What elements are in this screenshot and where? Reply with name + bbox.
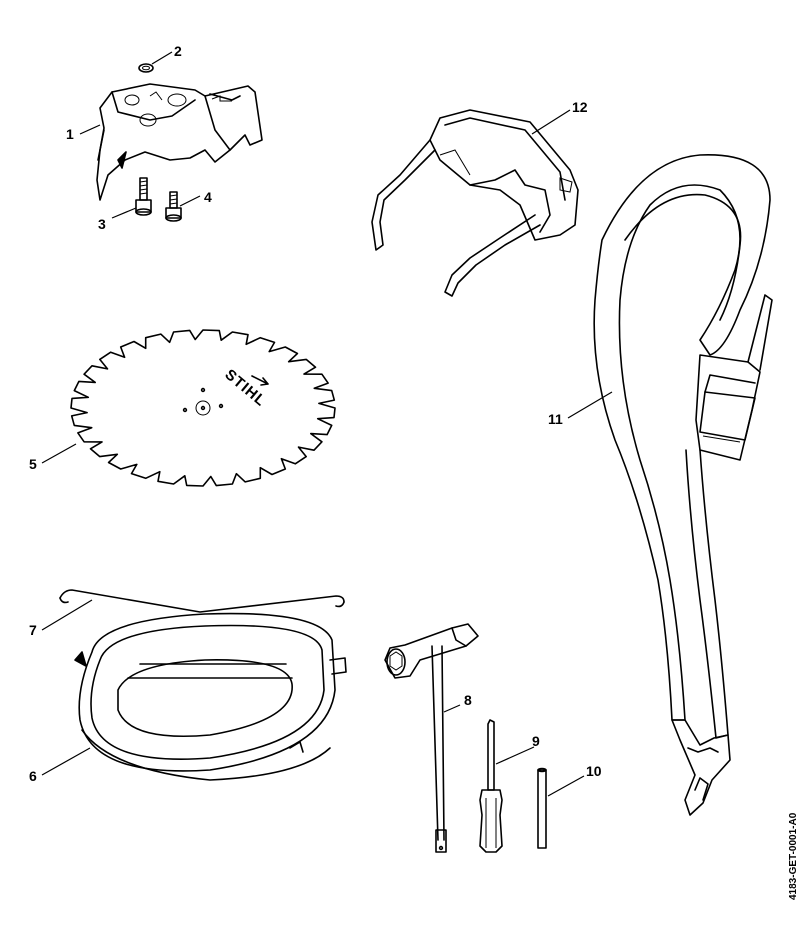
callout-11: 11 xyxy=(548,411,563,427)
callout-12: 12 xyxy=(572,99,588,115)
combination-wrench xyxy=(384,623,479,853)
deflector-housing xyxy=(96,83,263,201)
callout-3: 3 xyxy=(98,216,106,232)
drawing-reference: 4183-GET-0001-A0 xyxy=(788,812,799,900)
blade-cover xyxy=(74,612,347,781)
callout-7: 7 xyxy=(29,622,37,638)
callout-4: 4 xyxy=(204,189,212,205)
callout-10: 10 xyxy=(586,763,602,779)
screwdriver xyxy=(479,719,503,853)
saw-blade: STIHL xyxy=(70,329,336,487)
carrying-harness xyxy=(593,154,773,816)
leader-lines xyxy=(41,51,613,797)
screw-3 xyxy=(135,177,152,216)
callout-6: 6 xyxy=(29,768,37,784)
callout-5: 5 xyxy=(29,456,37,472)
screw-4 xyxy=(165,191,182,222)
callout-8: 8 xyxy=(464,692,472,708)
callout-2: 2 xyxy=(174,43,182,59)
pin-rod xyxy=(537,767,547,849)
wire-spring xyxy=(59,589,345,613)
blade-brand-text: STIHL xyxy=(221,366,269,410)
callout-9: 9 xyxy=(532,733,540,749)
safety-glasses xyxy=(371,109,579,297)
o-ring xyxy=(138,63,154,73)
callout-1: 1 xyxy=(66,126,74,142)
